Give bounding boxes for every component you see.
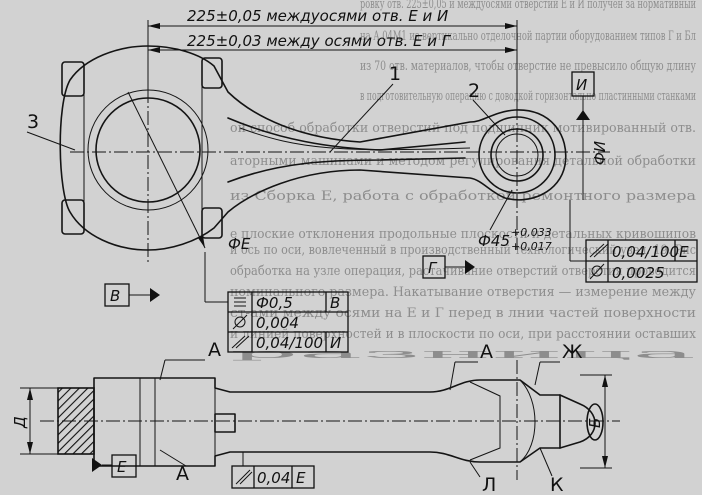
datum-e: Е bbox=[92, 454, 137, 478]
background-text-line: обработка на узле операция, растачивание… bbox=[230, 264, 696, 279]
svg-text:0,04/100: 0,04/100 bbox=[612, 243, 679, 261]
svg-text:0,04/100: 0,04/100 bbox=[256, 334, 323, 352]
datum-g: Г bbox=[422, 255, 475, 279]
tolerance-frame-center: Ф0,5 В 0,004 0,04/100 И bbox=[204, 252, 349, 353]
background-text-line: ой способ обработки отверстий под подшип… bbox=[230, 121, 696, 136]
svg-text:0,0025: 0,0025 bbox=[612, 264, 665, 282]
section-labels: А А Ж А Л К bbox=[159, 339, 583, 495]
svg-text:А: А bbox=[176, 463, 189, 485]
svg-text:А: А bbox=[208, 339, 221, 361]
background-text-line: из 70 отв. материалов, чтобы отверстие н… bbox=[360, 59, 696, 74]
background-text-line: номинального размера. Накатывание отверс… bbox=[230, 285, 696, 300]
background-text-line: на А 04М1 из вертикально отделочной парт… bbox=[360, 29, 696, 44]
svg-text:Е: Е bbox=[296, 469, 306, 487]
background-text: ровку отв. 225±0,05 и междуосями отверст… bbox=[230, 0, 698, 362]
datum-i: И ФИ bbox=[571, 71, 609, 200]
svg-text:0,04: 0,04 bbox=[257, 469, 290, 487]
tolerance-frame-bottom: 0,04 Е bbox=[231, 452, 315, 489]
background-text-line: и линией поверхностей и в плоскости по о… bbox=[230, 327, 697, 342]
callout-2: 2 bbox=[468, 80, 480, 102]
hole-g-dimension: Ф45 +0,033 +0,017 bbox=[478, 189, 552, 253]
dim-length-b: Б bbox=[586, 418, 604, 428]
dim-hole-e: ФЕ bbox=[228, 235, 251, 253]
svg-text:Е: Е bbox=[117, 458, 127, 476]
svg-text:+0,017: +0,017 bbox=[511, 240, 552, 253]
tolerance-frame-right: 0,04/100 Е 0,0025 bbox=[569, 200, 698, 283]
svg-text:Е: Е bbox=[679, 243, 689, 261]
svg-text:0,004: 0,004 bbox=[256, 314, 299, 332]
background-text-line: в подготовительную операцию с доводкой г… bbox=[360, 89, 696, 104]
rod-outline bbox=[59, 45, 567, 251]
center-distance-dimension: 225±0,05 междуосями отв. Е и И 225±0,03 … bbox=[147, 7, 518, 115]
rod-top-view bbox=[59, 40, 610, 265]
svg-text:Г: Г bbox=[428, 259, 438, 277]
svg-text:В: В bbox=[110, 287, 120, 305]
background-text-line: разница bbox=[230, 347, 698, 362]
svg-text:И: И bbox=[330, 334, 341, 352]
svg-text:Ж: Ж bbox=[562, 341, 583, 363]
part-callouts: 1 2 3 bbox=[26, 63, 506, 153]
background-text-line: из Сборка Е, работа с обработкой ремонтн… bbox=[230, 189, 696, 204]
dim-center-ei: 225±0,05 междуосями отв. Е и И bbox=[187, 7, 448, 25]
rod-side-view: Д Б bbox=[11, 360, 620, 480]
datum-b: В bbox=[104, 283, 160, 307]
background-text-line: ровку отв. 225±0,05 и междуосями отверст… bbox=[360, 0, 696, 12]
dim-length-d: Д bbox=[11, 416, 29, 429]
svg-text:К: К bbox=[550, 474, 564, 495]
svg-text:Ф45: Ф45 bbox=[478, 232, 510, 250]
svg-text:Ф0,5: Ф0,5 bbox=[256, 294, 293, 312]
svg-text:И: И bbox=[576, 76, 587, 94]
dim-center-eg: 225±0,03 между осями отв. Е и Г bbox=[187, 32, 452, 50]
svg-text:+0,033: +0,033 bbox=[511, 226, 552, 239]
dim-hole-i: ФИ bbox=[591, 141, 609, 165]
small-end-side bbox=[559, 394, 596, 449]
background-text-line: ст-ами между осями на Е и Г перед в лнии… bbox=[230, 306, 696, 321]
callout-3: 3 bbox=[27, 111, 39, 133]
background-text-line: е плоские отклонения продольные плоскост… bbox=[230, 227, 696, 242]
svg-text:В: В bbox=[330, 294, 340, 312]
svg-text:Л: Л bbox=[482, 474, 496, 495]
background-text-line: и ось по оси, вовлеченный в производстве… bbox=[230, 243, 696, 258]
callout-1: 1 bbox=[389, 63, 401, 85]
background-text-line: аторными машинами и методом регулировани… bbox=[230, 154, 696, 169]
svg-text:А: А bbox=[480, 341, 493, 363]
